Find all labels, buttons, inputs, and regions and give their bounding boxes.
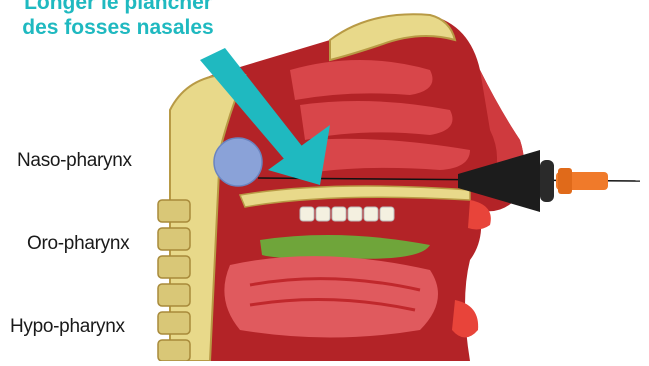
label-hypo-pharynx: Hypo-pharynx xyxy=(10,316,125,338)
lower-lip xyxy=(452,300,478,338)
tongue xyxy=(224,256,438,337)
label-oro-pharynx: Oro-pharynx xyxy=(27,233,129,255)
nasopharynx-marker xyxy=(214,138,262,186)
instruction-callout: Longer le plancher des fosses nasales xyxy=(8,0,228,40)
callout-line-1: Longer le plancher xyxy=(8,0,228,15)
label-naso-pharynx: Naso-pharynx xyxy=(17,150,132,172)
callout-line-2: des fosses nasales xyxy=(8,15,228,40)
